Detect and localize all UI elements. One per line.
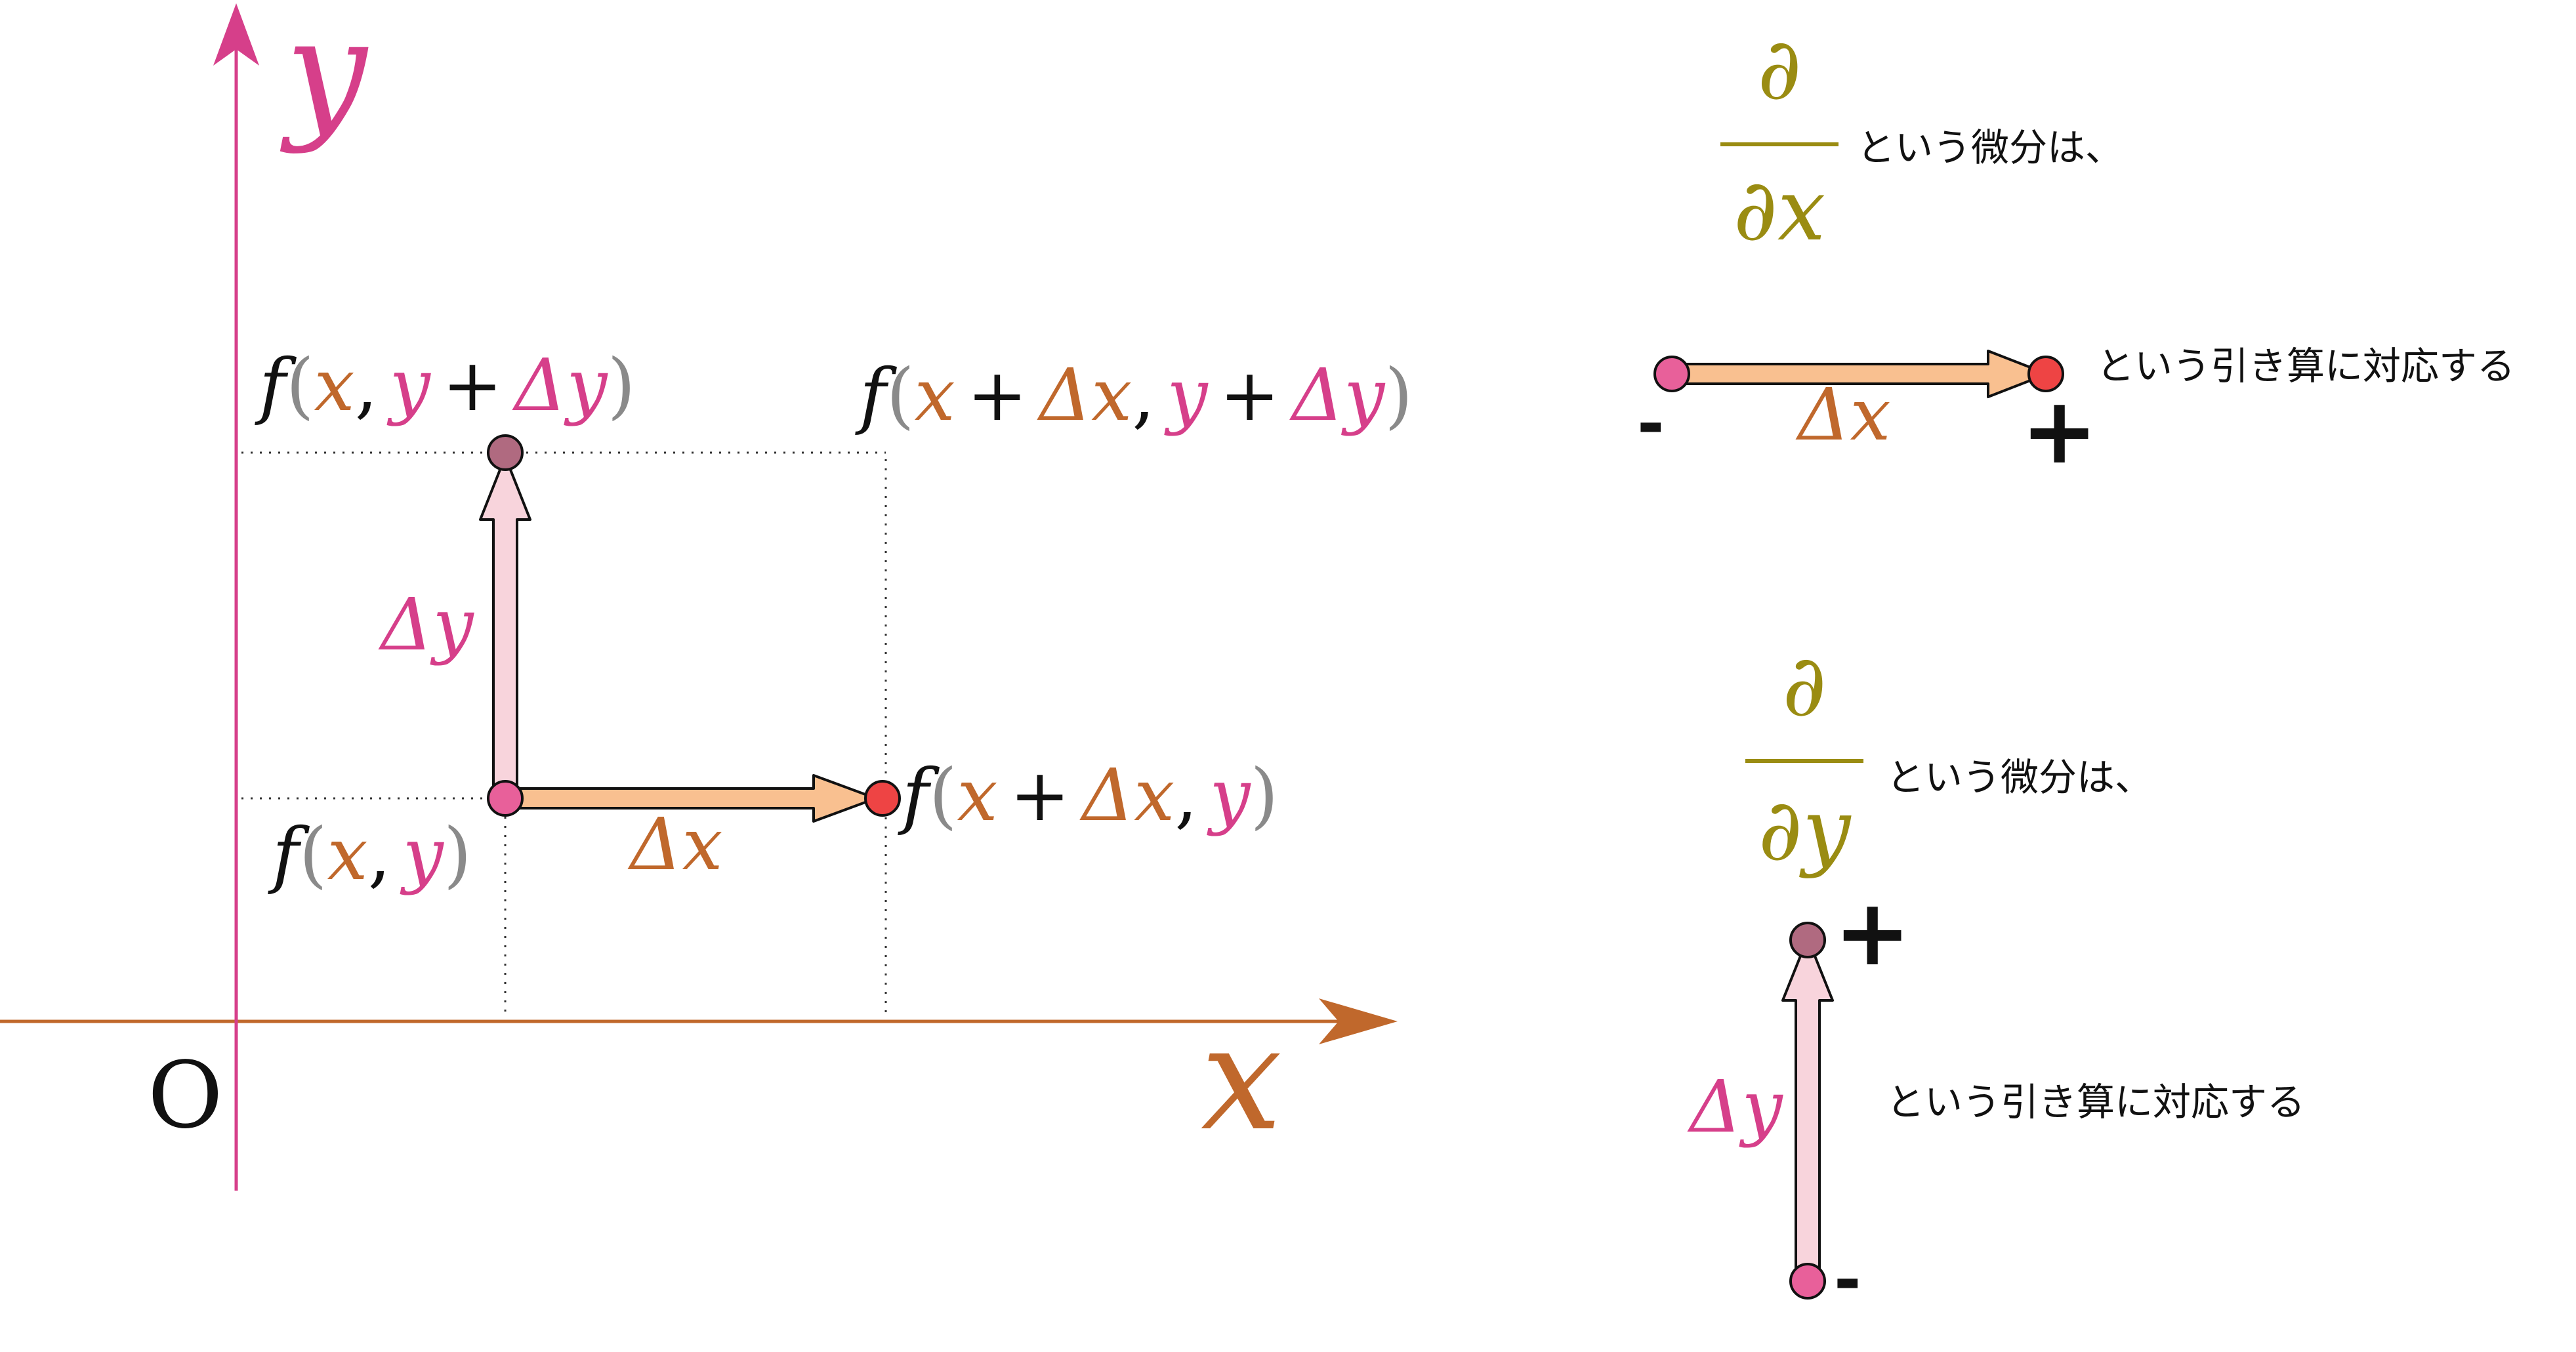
partial-x-subtraction-text: という引き算に対応する — [2096, 344, 2515, 388]
y-axis — [213, 3, 259, 1191]
x-axis-arrowhead — [1319, 998, 1398, 1044]
partial-x-section: ∂ ∂x という微分は、 - + Δx という引き算に対応する — [1637, 19, 2515, 485]
label-f-x-ydy: f(x,y+Δy) — [255, 343, 636, 427]
partial-y-start-point — [1789, 1263, 1826, 1300]
partial-x-description: という微分は、 — [1857, 125, 2123, 170]
partial-x-end-point — [2027, 356, 2064, 392]
partial-x-denominator: ∂x — [1734, 160, 1826, 260]
partial-y-description: という微分は、 — [1886, 755, 2153, 800]
partial-x-start-point — [1653, 356, 1690, 392]
origin-label: O — [148, 1042, 223, 1149]
x-axis — [0, 998, 1398, 1044]
delta-y-arrow — [479, 455, 531, 803]
delta-x-label: Δx — [627, 802, 722, 886]
partial-y-arrow — [1781, 937, 1834, 1284]
partial-y-denominator: ∂y — [1758, 780, 1852, 880]
partial-y-subtraction-text: という引き算に対応する — [1886, 1080, 2305, 1124]
point-base — [487, 780, 524, 817]
partial-x-arrow — [1675, 350, 2048, 398]
point-x-shift — [864, 780, 901, 817]
y-axis-arrowhead — [213, 3, 259, 66]
label-f-xdx-ydy: f(x+Δx,y+Δy) — [855, 353, 1413, 437]
label-f-x-y: f(x,y) — [268, 812, 472, 896]
y-axis-label: y — [280, 0, 369, 155]
partial-x-numerator: ∂ — [1757, 19, 1801, 119]
partial-y-minus-sign: - — [1834, 1241, 1861, 1318]
delta-y-label: Δy — [378, 583, 474, 666]
x-axis-label: x — [1201, 994, 1282, 1162]
label-f-xdx-y: f(x+Δx,y) — [898, 753, 1278, 837]
partial-y-section: ∂ ∂y という微分は、 + - Δy という引き算に対応する — [1687, 636, 2305, 1318]
partial-x-minus-sign: - — [1637, 385, 1665, 462]
partial-y-numerator: ∂ — [1782, 636, 1826, 735]
point-y-shift — [487, 434, 524, 471]
delta-x-arrow — [505, 774, 877, 823]
guide-lines — [241, 451, 887, 1017]
partial-y-end-point — [1789, 922, 1826, 958]
partial-y-delta-label: Δy — [1687, 1065, 1783, 1149]
partial-y-plus-sign: + — [1834, 880, 1911, 987]
partial-x-delta-label: Δx — [1795, 373, 1890, 457]
partial-x-plus-sign: + — [2021, 378, 2098, 485]
